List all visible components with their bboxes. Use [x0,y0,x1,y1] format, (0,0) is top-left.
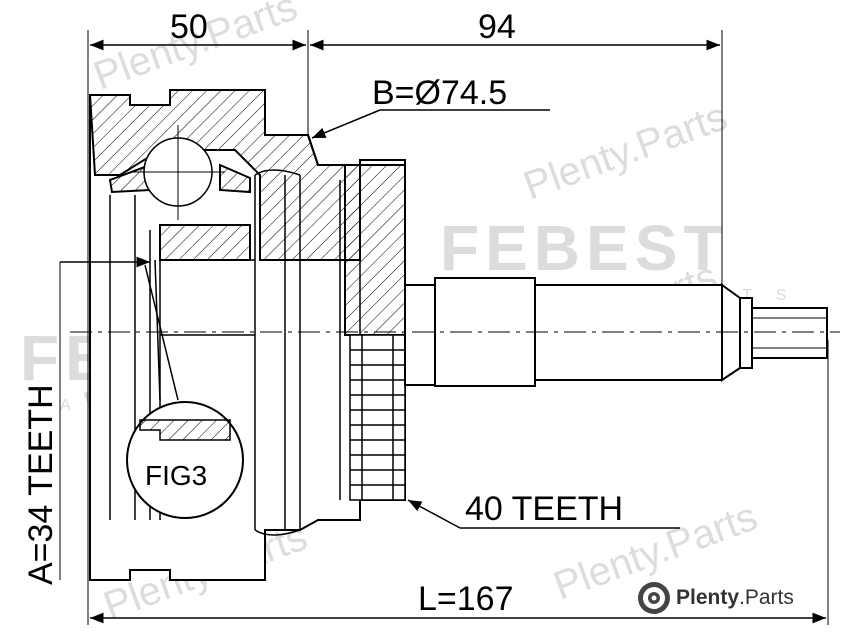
logo-name-rest: .Parts [739,586,794,609]
logo-name-bold: Plenty [676,586,740,609]
dimension-length: L=167 [90,580,826,624]
fig3-detail: FIG3 [126,401,244,519]
fig3-label: FIG3 [145,460,207,491]
outer-spline [349,334,406,501]
bore-label: B=Ø74.5 [372,74,507,112]
dimension-94-label: 94 [478,8,516,46]
plenty-parts-logo: Plenty.Parts [676,586,794,610]
outer-teeth-label: 40 TEETH [465,490,623,528]
inner-teeth-label: A=34 TEETH [22,384,60,585]
bore-callout: B=Ø74.5 [311,74,550,139]
length-label: L=167 [418,580,514,618]
watermark-text: Plenty.Parts [518,94,733,208]
outer-teeth-callout: 40 TEETH [407,490,680,529]
plenty-parts-logo-icon [638,582,670,614]
fig3-leader [144,259,179,401]
inner-teeth-callout: A=34 TEETH [22,256,150,585]
dimension-50-label: 50 [170,8,208,46]
dimension-50: 50 [90,8,306,51]
watermark-brand: FEBEST [440,212,728,284]
dimension-94: 94 [310,8,720,51]
extension-lines [59,30,829,625]
ball [130,125,225,220]
